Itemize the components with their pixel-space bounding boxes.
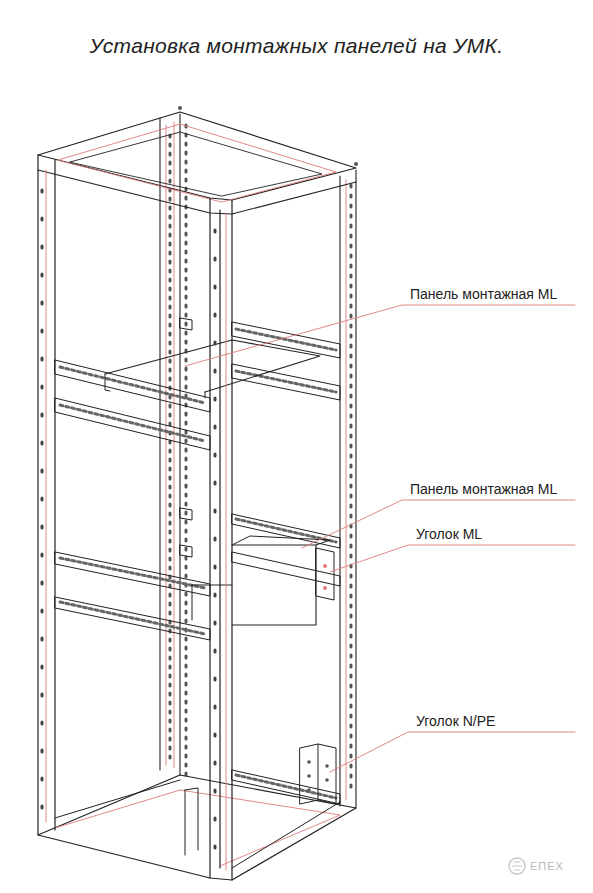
leader-lines <box>185 305 575 772</box>
title: Установка монтажных панелей на УМК. <box>90 34 504 57</box>
part-label: Панель монтажная ML <box>410 287 557 302</box>
watermark-logo <box>509 858 525 874</box>
bottom-frame <box>38 775 356 880</box>
part-label: Панель монтажная ML <box>410 482 557 497</box>
angle-ml <box>316 548 334 600</box>
angle-npe <box>300 744 336 804</box>
mounting-panel-upper <box>105 340 320 398</box>
mounting-panel-lower <box>192 536 330 625</box>
part-label: Уголок N/PE <box>416 714 495 729</box>
back-right-post <box>340 170 356 808</box>
front-left-post <box>38 155 55 835</box>
watermark: ЕПЕХ <box>530 860 564 872</box>
back-left-post <box>160 114 186 780</box>
front-right-post <box>210 198 232 880</box>
mounting-rails <box>55 318 340 804</box>
part-label: Уголок ML <box>416 527 482 542</box>
top-frame <box>38 106 358 214</box>
